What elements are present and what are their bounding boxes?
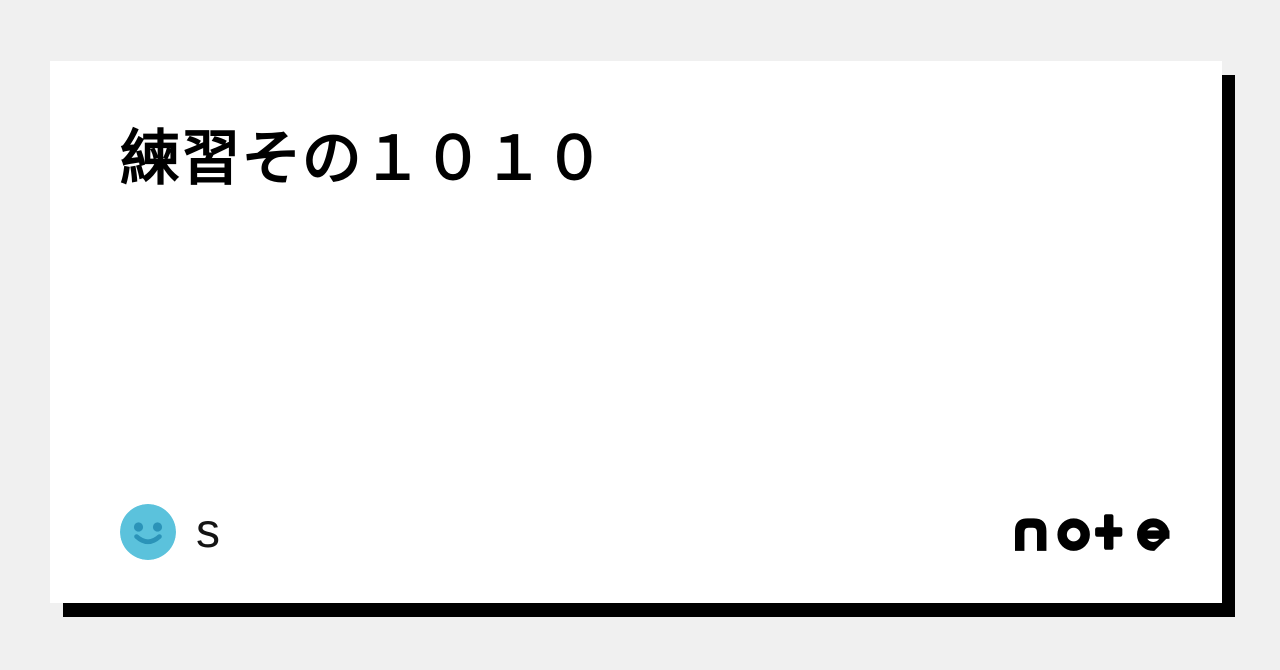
article-card: 練習その１０１０ s xyxy=(50,61,1222,603)
author: s xyxy=(120,504,220,560)
note-logo-icon xyxy=(1015,513,1170,551)
author-name: s xyxy=(196,505,220,558)
article-title: 練習その１０１０ xyxy=(120,125,605,192)
smiley-avatar-icon xyxy=(120,504,176,560)
card-footer: s xyxy=(120,504,1170,560)
